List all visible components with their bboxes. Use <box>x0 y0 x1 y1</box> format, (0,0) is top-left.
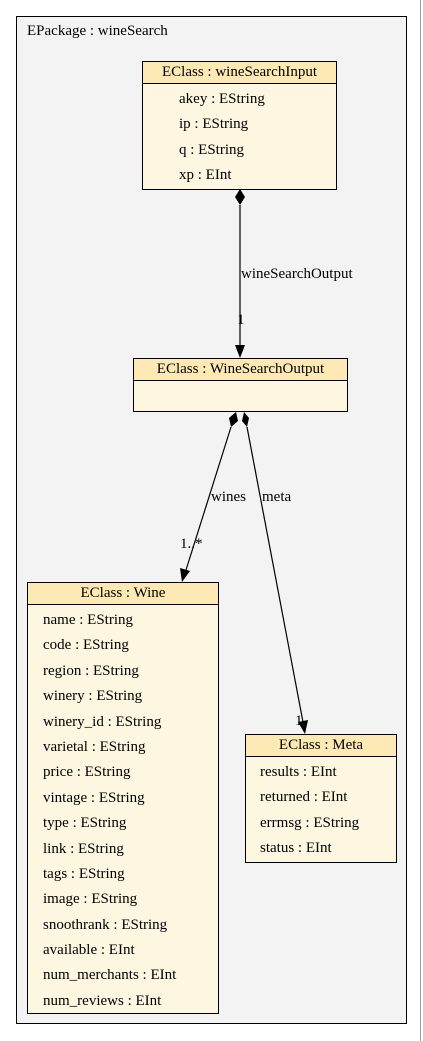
attribute-name: name : EString <box>43 612 133 628</box>
eclass-winesearchoutput[interactable]: EClass : WineSearchOutput <box>133 358 348 412</box>
attribute-errmsg: errmsg : EString <box>260 814 360 831</box>
attribute-num-reviews: num_reviews : EInt <box>43 992 162 1009</box>
attribute-akey: akey : EString <box>179 91 265 107</box>
attribute-link: link : EString <box>43 840 124 857</box>
attribute-list: akey : EString ip : EString q : EString … <box>143 84 336 189</box>
window-edge-line <box>420 0 421 1041</box>
eclass-header: EClass : Meta <box>246 735 396 757</box>
attribute-list: results : EInt returned : EInt errmsg : … <box>246 757 396 862</box>
eclass-header: EClass : WineSearchOutput <box>134 359 347 381</box>
attribute-price: price : EString <box>43 764 131 781</box>
attribute-xp: xp : EInt <box>179 167 232 184</box>
eclass-meta[interactable]: EClass : Meta results : EInt returned : … <box>245 734 397 863</box>
eclass-wine[interactable]: EClass : Wine name : EString code : EStr… <box>27 582 219 1014</box>
attribute-snoothrank: snoothrank : EString <box>43 916 168 933</box>
attribute-code: code : EString <box>43 637 129 654</box>
attribute-available: available : EInt <box>43 942 135 959</box>
attribute-winery: winery : EString <box>43 688 143 705</box>
attribute-status: status : EInt <box>260 840 332 857</box>
attribute-list: name : EString code : EString region : E… <box>28 605 218 1014</box>
eclass-winesearchinput[interactable]: EClass : wineSearchInput akey : EString … <box>142 61 337 190</box>
attribute-varietal: varietal : EString <box>43 738 146 755</box>
attribute-region: region : EString <box>43 662 139 679</box>
attribute-returned: returned : EInt <box>260 789 348 806</box>
eclass-header: EClass : Wine <box>28 583 218 605</box>
attribute-results: results : EInt <box>260 764 337 780</box>
attribute-q: q : EString <box>179 141 245 158</box>
attribute-num-merchants: num_merchants : EInt <box>43 967 177 984</box>
epackage-title: EPackage : wineSearch <box>27 23 168 39</box>
attribute-image: image : EString <box>43 891 138 908</box>
attribute-type: type : EString <box>43 815 127 832</box>
attribute-vintage: vintage : EString <box>43 789 145 806</box>
attribute-ip: ip : EString <box>179 116 249 133</box>
attribute-tags: tags : EString <box>43 865 125 882</box>
attribute-winery-id: winery_id : EString <box>43 713 162 730</box>
eclass-header: EClass : wineSearchInput <box>143 62 336 84</box>
